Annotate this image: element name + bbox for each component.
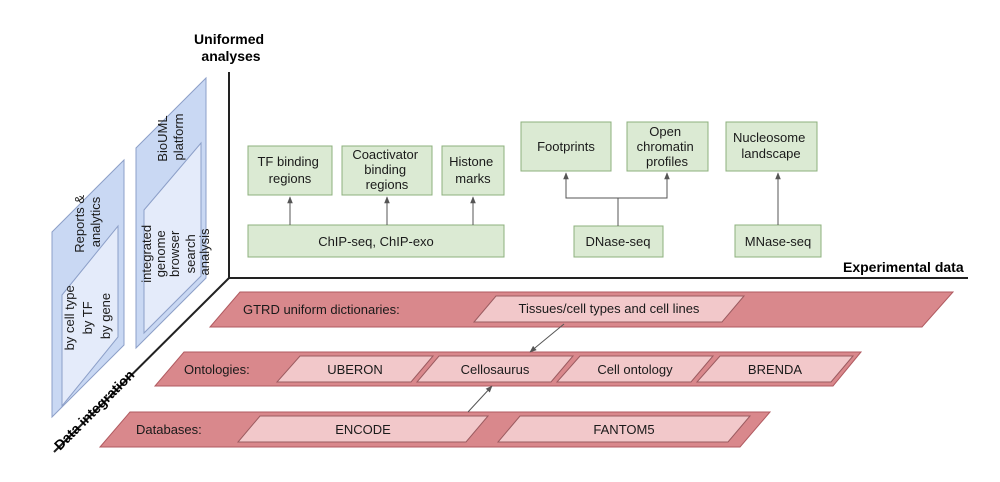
- brenda-chip-label: BRENDA: [748, 362, 803, 377]
- footprints-label: Footprints: [537, 139, 595, 154]
- footprints-box: [520, 121, 612, 172]
- encode-chip-label: ENCODE: [335, 422, 391, 437]
- bioumi-panel-items: integrated genome browser search analysi…: [139, 221, 212, 282]
- bioumi-panel-header: BioUML platform: [155, 112, 186, 161]
- mnase-group: Nucleosome landscape MNase-seq: [725, 121, 822, 258]
- tissues-chip-label: Tissues/cell types and cell lines: [519, 301, 700, 316]
- arrow-to-open-chromatin: [618, 172, 670, 199]
- chipseq-box: [247, 224, 505, 258]
- ontologies-layer-label: Ontologies:: [184, 362, 250, 377]
- dnaseq-label: DNase-seq: [585, 234, 650, 249]
- open-chromatin-label: Open chromatin profiles: [637, 124, 698, 169]
- coactivator-label: Coactivator binding regions: [352, 147, 421, 192]
- arrow-to-footprints: [563, 172, 619, 226]
- chipseq-label: ChIP-seq, ChIP-exo: [318, 234, 434, 249]
- mnaseq-label: MNase-seq: [745, 234, 811, 249]
- chip-group: TF binding regions Coactivator binding r…: [247, 145, 505, 258]
- cellosaurus-chip-label: Cellosaurus: [461, 362, 530, 377]
- tf-binding-box: [247, 145, 333, 196]
- databases-layer: Databases: ENCODE FANTOM5: [98, 411, 772, 448]
- experimental-axis-label: Experimental data: [843, 259, 964, 275]
- coactivator-box: [341, 145, 433, 196]
- mnaseq-box: [734, 224, 822, 258]
- open-chromatin-box: [626, 121, 709, 172]
- bioumi-panel-inner: [143, 141, 202, 335]
- reports-panel-items: by cell type by TF by gene: [62, 282, 113, 351]
- fantom5-chip: [496, 415, 752, 443]
- uniformed-axis-label: Uniformed analyses: [194, 31, 268, 64]
- nucleosome-box: [725, 121, 818, 172]
- reports-panel: Reports & analytics by cell type by TF b…: [51, 158, 125, 419]
- brenda-chip: [695, 355, 855, 383]
- dnaseq-box: [573, 225, 664, 258]
- uberon-chip: [275, 355, 435, 383]
- reports-panel-inner: [61, 224, 119, 408]
- bioumi-panel: BioUML platform integrated genome browse…: [135, 76, 212, 350]
- cellosaurus-chip: [415, 355, 575, 383]
- gtrd-layer: GTRD uniform dictionaries: Tissues/cell …: [208, 291, 955, 328]
- reports-panel-header: Reports & analytics: [72, 191, 103, 252]
- ontologies-layer: Ontologies: UBERON Cellosaurus Cell onto…: [153, 351, 863, 387]
- databases-layer-label: Databases:: [136, 422, 202, 437]
- arrow-databases-to-cellosaurus: [467, 385, 493, 413]
- dnase-group: Footprints Open chromatin profiles DNase…: [520, 121, 709, 258]
- uberon-chip-label: UBERON: [327, 362, 383, 377]
- histone-box: [441, 145, 505, 196]
- nucleosome-label: Nucleosome landscape: [733, 130, 809, 161]
- tf-binding-label: TF binding regions: [257, 154, 322, 186]
- cell-ontology-chip: [555, 355, 715, 383]
- fantom5-chip-label: FANTOM5: [593, 422, 654, 437]
- histone-label: Histone marks: [449, 154, 497, 186]
- diagonal-axis: [53, 277, 230, 453]
- tissues-chip: [472, 295, 746, 323]
- encode-chip: [236, 415, 490, 443]
- cell-ontology-chip-label: Cell ontology: [597, 362, 673, 377]
- arrow-tissues-to-cellosaurus: [529, 323, 565, 353]
- gtrd-layer-label: GTRD uniform dictionaries:: [243, 302, 400, 317]
